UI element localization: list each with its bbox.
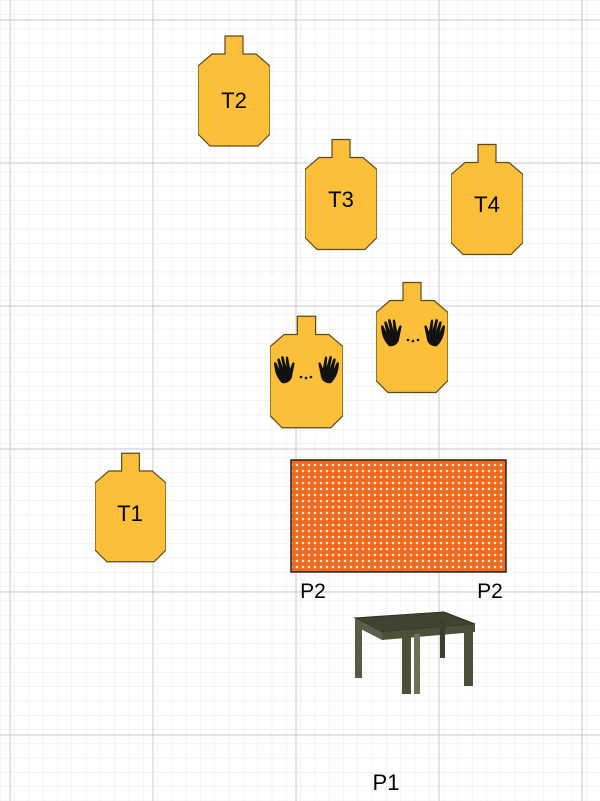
target-t3-label: T3: [328, 187, 354, 212]
target-t4-label: T4: [474, 192, 500, 217]
target-t2-label: T2: [221, 88, 247, 113]
position-p2-left-label: P2: [300, 580, 326, 603]
position-p1-label: P1: [373, 770, 400, 795]
target-t1-label: T1: [117, 501, 143, 526]
fault-zone-icon: [291, 460, 506, 572]
position-p2-right-label: P2: [477, 580, 503, 603]
